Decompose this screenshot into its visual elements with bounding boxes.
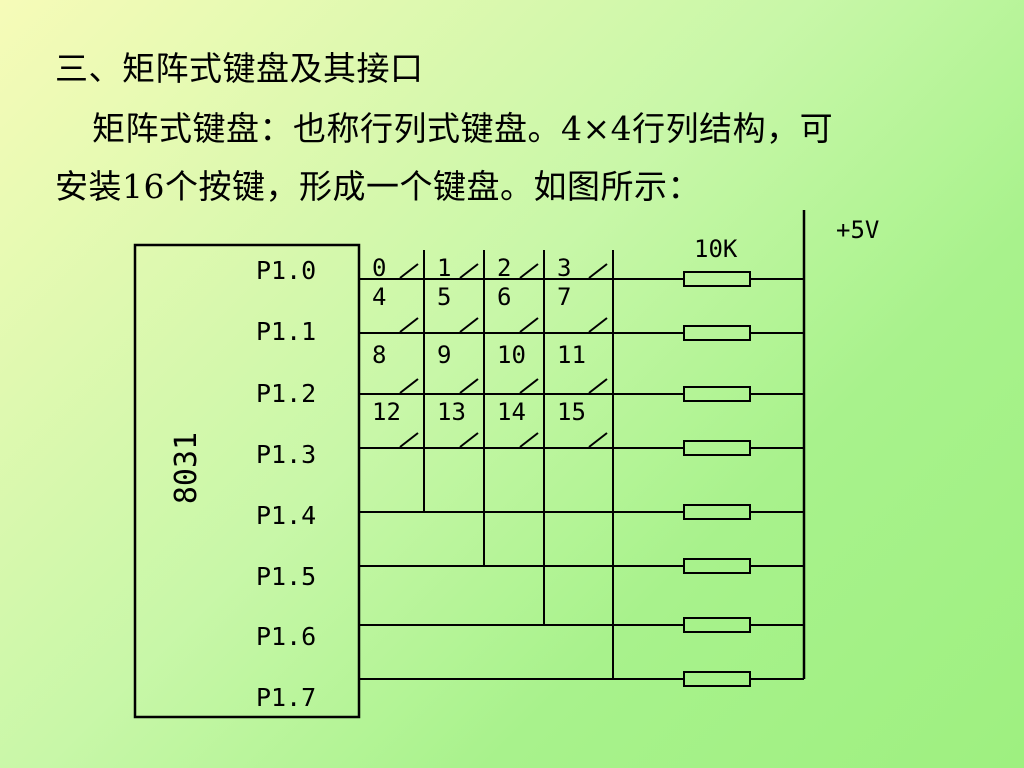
pin-labels: P1.0P1.1P1.2P1.3P1.4P1.5P1.6P1.7	[256, 256, 316, 712]
description-line-1: 矩阵式键盘：也称行列式键盘。4×4行列结构，可	[92, 109, 834, 148]
key-switch-6	[519, 317, 539, 333]
pin-label-7: P1.7	[256, 683, 316, 712]
description-line-2: 安装16个按键，形成一个键盘。如图所示：	[55, 167, 701, 206]
supply-label: +5V	[836, 216, 879, 244]
resistor-5	[683, 558, 751, 574]
pin-label-0: P1.0	[256, 256, 316, 285]
key-switch-5	[459, 317, 479, 333]
key-label-7: 7	[557, 283, 571, 311]
key-switch-4	[399, 317, 419, 333]
slide-heading: 三、矩阵式键盘及其接口	[55, 49, 424, 88]
key-label-15: 15	[557, 398, 586, 426]
key-switch-14	[519, 432, 539, 448]
key-label-3: 3	[557, 254, 571, 282]
resistor-0	[683, 271, 751, 287]
key-label-8: 8	[372, 341, 386, 369]
key-label-9: 9	[437, 341, 451, 369]
key-label-2: 2	[497, 254, 511, 282]
pin-label-4: P1.4	[256, 501, 316, 530]
pull-up-resistors	[683, 271, 751, 687]
pin-label-3: P1.3	[256, 440, 316, 469]
key-label-4: 4	[372, 283, 386, 311]
key-switch-9	[459, 378, 479, 394]
key-label-11: 11	[557, 341, 586, 369]
key-switch-7	[588, 317, 608, 333]
chip-label: 8031	[169, 432, 204, 504]
resistor-6	[683, 617, 751, 633]
key-switch-3	[588, 263, 608, 279]
pin-label-1: P1.1	[256, 317, 316, 346]
key-label-0: 0	[372, 254, 386, 282]
chip-8031-box	[133, 243, 361, 719]
resistor-7	[683, 671, 751, 687]
key-switch-13	[459, 432, 479, 448]
resistor-3	[683, 440, 751, 456]
key-switch-1	[459, 263, 479, 279]
key-label-6: 6	[497, 283, 511, 311]
key-label-1: 1	[437, 254, 451, 282]
key-switch-10	[519, 378, 539, 394]
resistor-4	[683, 504, 751, 520]
key-switch-11	[588, 378, 608, 394]
resistor-1	[683, 325, 751, 341]
key-label-12: 12	[372, 398, 401, 426]
key-switch-0	[399, 263, 419, 279]
key-switch-2	[519, 263, 539, 279]
key-label-10: 10	[497, 341, 526, 369]
key-switch-8	[399, 378, 419, 394]
key-switch-12	[399, 432, 419, 448]
key-label-14: 14	[497, 398, 526, 426]
resistor-label: 10K	[694, 235, 738, 263]
wires	[358, 210, 806, 680]
key-label-13: 13	[437, 398, 466, 426]
pin-label-2: P1.2	[256, 379, 316, 408]
key-switch-15	[588, 432, 608, 448]
pin-label-5: P1.5	[256, 562, 316, 591]
pin-label-6: P1.6	[256, 622, 316, 651]
key-label-5: 5	[437, 283, 451, 311]
resistor-2	[683, 386, 751, 402]
